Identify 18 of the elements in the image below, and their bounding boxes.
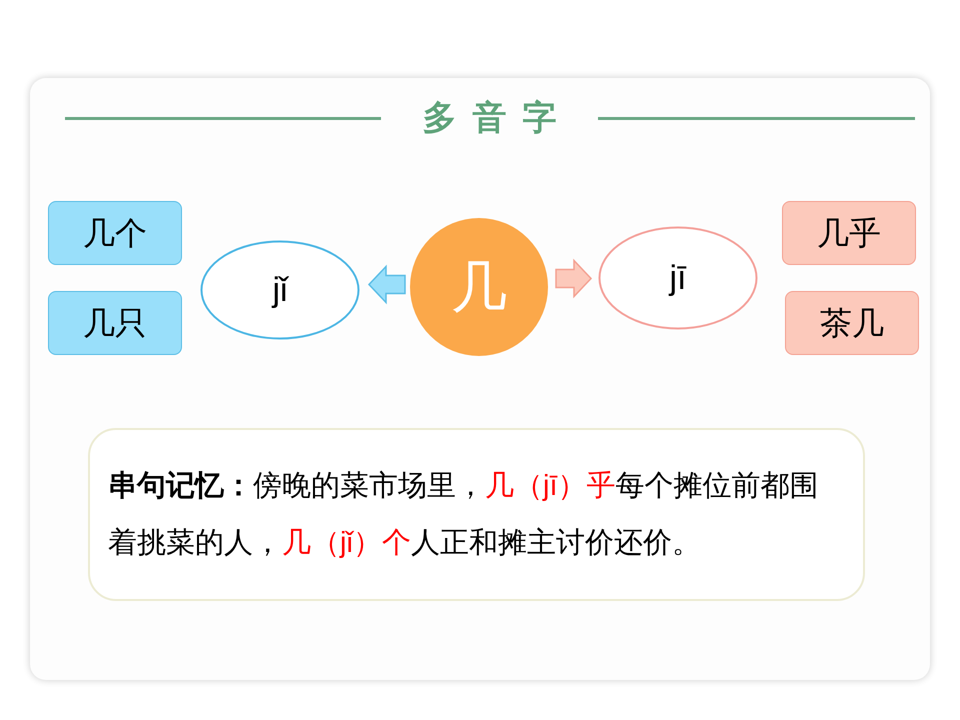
pinyin-ellipse: [200, 240, 360, 340]
memory-sentence-card: [88, 428, 865, 601]
word-label: 几乎: [817, 217, 881, 249]
character-label: 几: [451, 259, 507, 315]
memory-sentence: 串句记忆：傍晚的菜市场里，几（jī）乎每个摊位前都围着挑菜的人，几（jǐ）个人正和摊主讨价还价。: [107, 468, 820, 560]
word-box: [48, 291, 182, 355]
word-label: 茶几: [820, 307, 884, 339]
word-box: [48, 201, 182, 265]
pinyin-label: jī: [670, 261, 686, 295]
pinyin-ellipse: [598, 226, 758, 330]
word-box: [785, 291, 919, 355]
block-arrow: [555, 258, 592, 298]
title: 多音字: [422, 97, 574, 140]
block-arrow: [368, 264, 406, 304]
word-label: 几只: [83, 307, 147, 339]
word-label: 几个: [83, 217, 147, 249]
pinyin-label: jǐ: [272, 273, 288, 307]
word-box: [782, 201, 916, 265]
